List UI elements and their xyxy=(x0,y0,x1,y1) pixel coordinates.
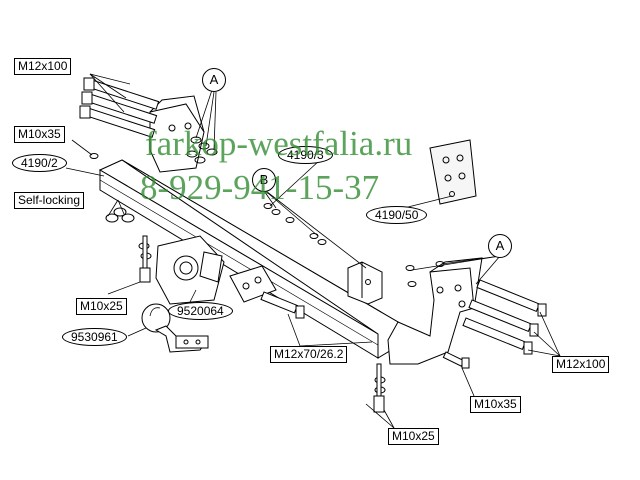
callout-b: B xyxy=(252,168,276,192)
bolts-top-left xyxy=(79,77,160,138)
bolt-m12x70 xyxy=(260,291,305,319)
hitch-plate xyxy=(155,235,225,305)
label-4190-50: 4190/50 xyxy=(366,206,428,224)
label-m10x35-right: M10x35 xyxy=(470,396,521,413)
side-plate xyxy=(429,139,477,205)
callout-a-right: A xyxy=(488,234,512,258)
bolt-vertical-left xyxy=(139,235,151,283)
leader-lines xyxy=(65,73,561,429)
ball-mount xyxy=(141,303,209,353)
watermark-url: farkop-westfalia.ru xyxy=(145,124,413,163)
label-9530961: 9530961 xyxy=(62,328,127,346)
callout-a-top: A xyxy=(202,68,226,92)
crossbar xyxy=(98,159,399,359)
bolt-vertical-bottom xyxy=(373,363,385,413)
bolt-m10x35-right xyxy=(442,351,470,369)
bolts-right xyxy=(462,279,547,355)
label-m12x70: M12x70/26.2 xyxy=(270,346,348,363)
label-9520064: 9520064 xyxy=(168,302,233,320)
label-4190-2: 4190/2 xyxy=(12,154,67,172)
label-m10x35-left: M10x35 xyxy=(14,126,65,143)
label-m12x100-right: M12x100 xyxy=(552,356,610,373)
right-bracket xyxy=(387,257,483,365)
label-m10x25-bottom: M10x25 xyxy=(388,428,439,445)
watermark-phone: 8-929-941-15-37 xyxy=(140,168,380,207)
center-bracket xyxy=(347,261,383,305)
label-m10x25-left: M10x25 xyxy=(76,298,127,315)
label-m12x100-top: M12x100 xyxy=(14,58,72,75)
label-self-locking: Self-locking xyxy=(14,192,85,209)
label-4190-3: 4190/3 xyxy=(278,146,333,164)
